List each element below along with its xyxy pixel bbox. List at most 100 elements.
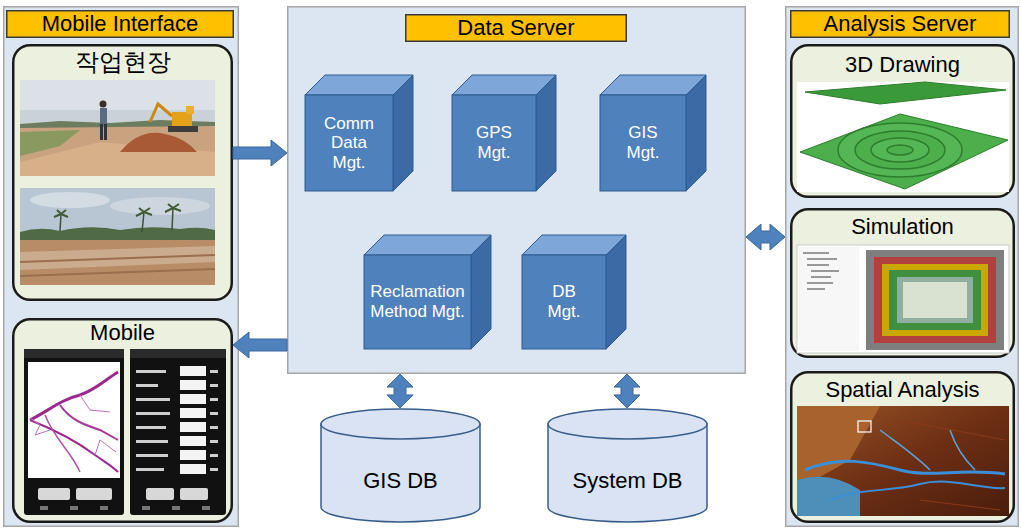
worksite-photo (110, 197, 210, 215)
module-name: GIS Mgt. (626, 123, 659, 162)
title-tab: Mobile Interface (6, 10, 234, 38)
spatial-analysis-map (805, 461, 1005, 474)
phone-screenshot (30, 395, 116, 455)
phone-screenshot (180, 488, 208, 500)
block-arrow (614, 374, 640, 408)
mobile-box: Mobile (12, 318, 233, 523)
terrain-3d-drawing (800, 114, 1008, 189)
cube-front (600, 95, 686, 191)
database-name: System DB (547, 468, 708, 493)
phone-screenshot (146, 488, 174, 500)
phone-screenshot (130, 349, 226, 515)
simulation-screenshot (797, 245, 1009, 353)
worksite-photo (186, 106, 194, 114)
cube-front (305, 95, 393, 191)
simulation-screenshot (882, 264, 988, 336)
box-title-text: Mobile (12, 320, 233, 345)
worksite-photo (20, 255, 215, 262)
cube-side (686, 75, 706, 191)
phone-screenshot (60, 405, 118, 440)
worksite-photo (100, 108, 107, 124)
form-rows (210, 440, 218, 443)
worksite-photo (20, 80, 215, 176)
spatial-analysis-map (880, 430, 975, 470)
phone-screenshot (130, 349, 226, 358)
cube-label: Comm Data Mgt. (324, 114, 374, 173)
form-rows (210, 468, 218, 471)
simulation-screenshot (807, 288, 825, 290)
box-title-text: Mobile Interface (42, 11, 199, 36)
form-rows (136, 366, 218, 474)
phone-screenshot (30, 372, 118, 420)
simulation-screenshot (803, 252, 829, 254)
box-title-text: Data Server (457, 15, 574, 40)
simulation-screenshot (866, 250, 1004, 350)
phone-screenshot (24, 349, 124, 358)
cylinder-label: System DB (547, 468, 708, 493)
box-title-text: Spatial Analysis (790, 377, 1015, 402)
worksite-photo (20, 269, 215, 276)
form-rows (136, 440, 168, 443)
box-title: Spatial Analysis (790, 377, 1015, 402)
cube-label: GPS Mgt. (476, 123, 512, 162)
worksite-photo (30, 192, 110, 208)
form-rows (180, 380, 206, 390)
worksite-photo (20, 246, 215, 270)
cylinder-top (321, 409, 480, 439)
form-rows (136, 426, 166, 429)
cube-shape (305, 75, 413, 191)
worksite-photo (168, 126, 198, 132)
title-tab: Analysis Server (790, 10, 1010, 38)
worksite-photo (20, 80, 215, 176)
simulation-screenshot (889, 270, 981, 330)
analysis-box: Spatial Analysis (790, 371, 1015, 523)
worksite-photo (20, 120, 215, 130)
form-rows (180, 366, 206, 376)
phone-screenshot (30, 420, 118, 472)
worksite-photo (60, 208, 173, 232)
worksite-photo (20, 126, 215, 176)
box-title-text: Analysis Server (824, 11, 977, 36)
module-name: Reclamation Method Mgt. (370, 282, 465, 321)
box-title-text: 3D Drawing (790, 52, 1015, 77)
interface-panel: Mobile Interface 작업현장 Mobile (3, 6, 239, 527)
box-title: 3D Drawing (790, 52, 1015, 77)
spatial-analysis-map (797, 406, 880, 490)
cube-front (452, 95, 536, 191)
phone-screenshot (24, 349, 124, 515)
phone-screenshot (172, 506, 180, 510)
module-cube: GIS Mgt. (600, 75, 706, 191)
terrain-3d-drawing (805, 82, 1006, 104)
worksite-box: 작업현장 (12, 44, 233, 301)
form-rows (136, 384, 158, 387)
worksite-photo (100, 101, 107, 108)
form-rows (136, 454, 168, 457)
simulation-screenshot (799, 247, 859, 351)
module-cube: Comm Data Mgt. (305, 75, 413, 191)
cube-label: Reclamation Method Mgt. (370, 282, 465, 321)
worksite-photo (20, 142, 215, 176)
worksite-photo (54, 204, 181, 217)
worksite-photo (20, 240, 215, 285)
cube-side (606, 235, 626, 349)
worksite-photo (100, 124, 103, 140)
form-rows (180, 450, 206, 460)
server-panel: Analysis Server3D DrawingSimulationSpati… (785, 6, 1019, 527)
database-name: GIS DB (320, 468, 481, 493)
form-rows (136, 412, 170, 415)
phone-screenshot (70, 506, 78, 510)
cube-side (536, 75, 556, 191)
block-arrow (233, 332, 287, 358)
box-title: 작업현장 (12, 48, 233, 76)
terrain-3d-drawing (838, 123, 962, 177)
form-rows (210, 426, 218, 429)
module-name: GPS Mgt. (476, 123, 512, 162)
phone-screenshot (142, 506, 150, 510)
terrain-3d-drawing (871, 138, 929, 162)
spatial-analysis-map (900, 420, 1005, 510)
terrain-3d-drawing (855, 131, 945, 169)
worksite-photo (120, 133, 197, 152)
title-tab: Data Server (405, 14, 627, 42)
